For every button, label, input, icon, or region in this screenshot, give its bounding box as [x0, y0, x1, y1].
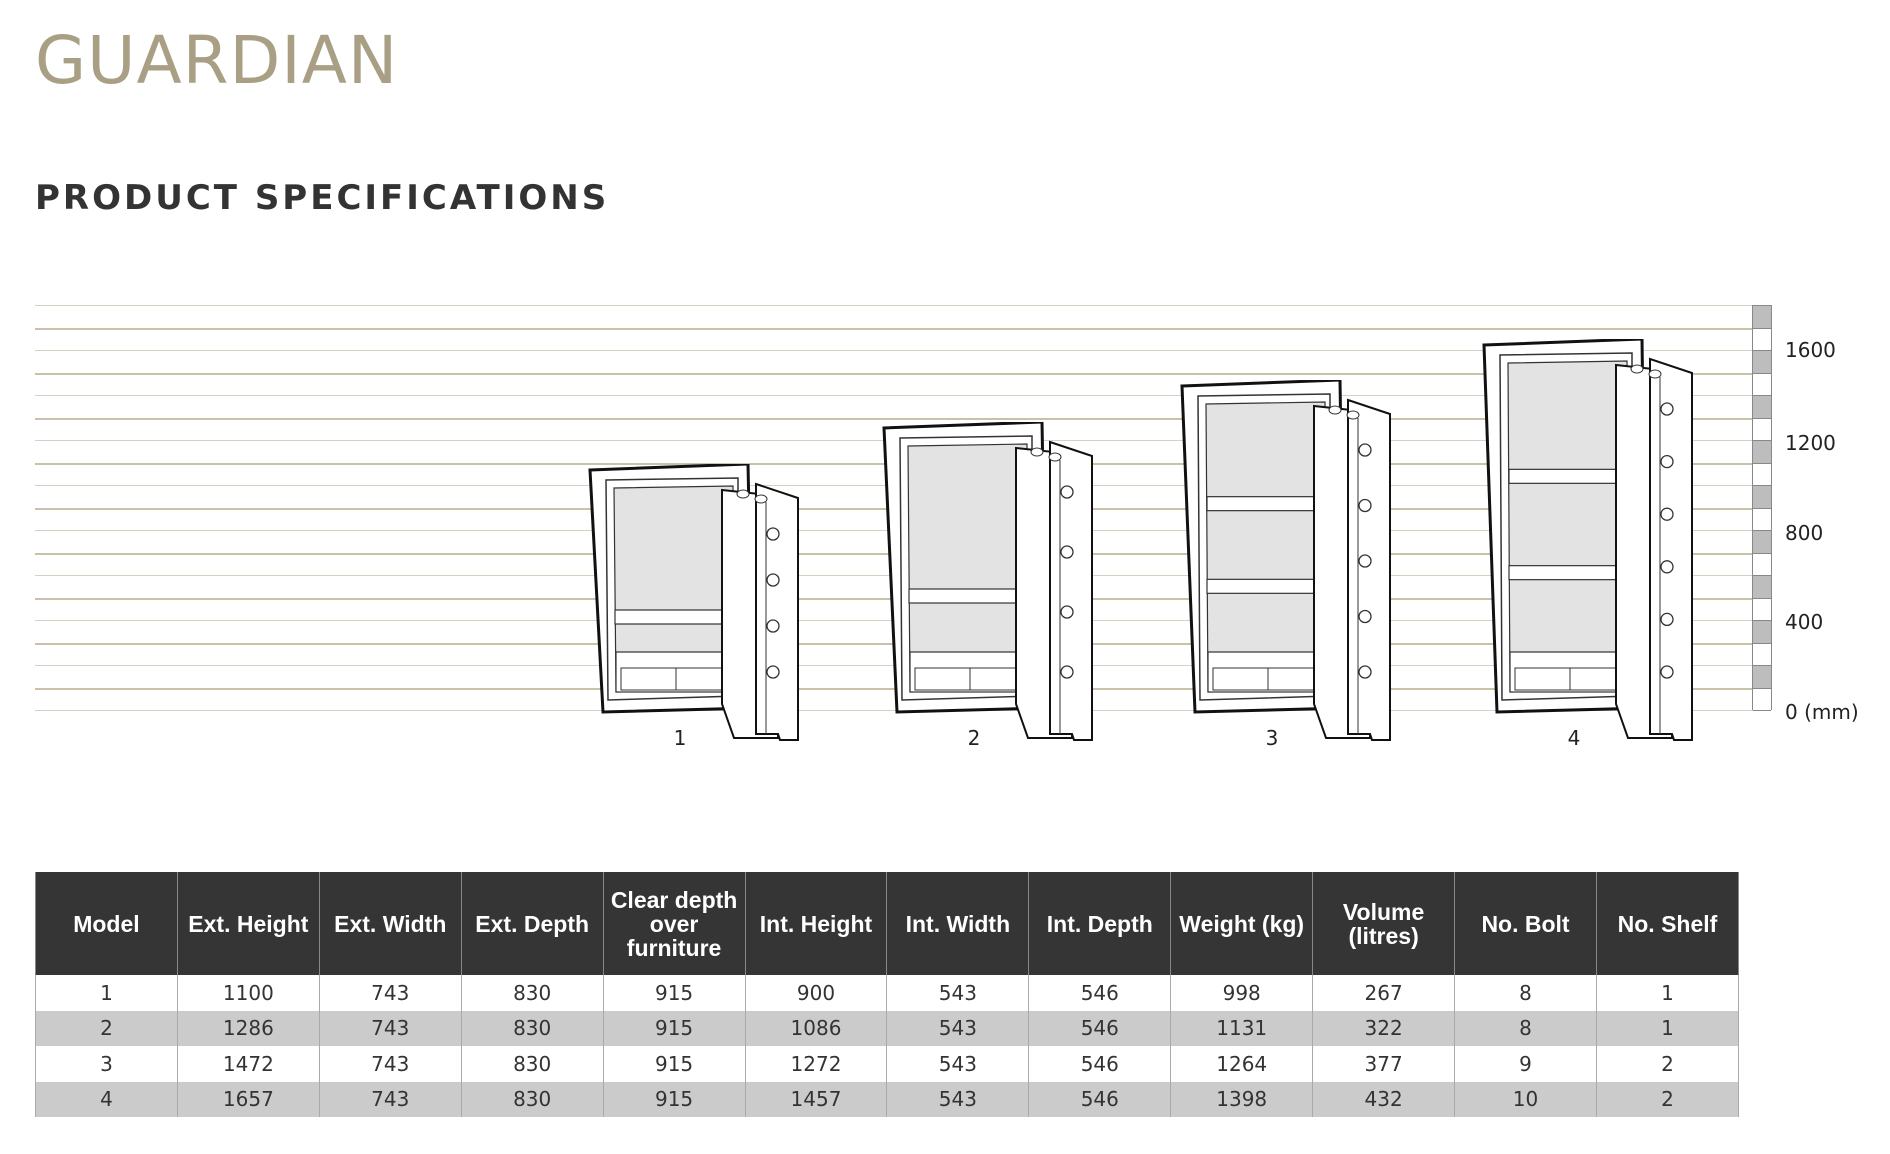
- gridline: [35, 687, 1753, 690]
- column-header: Volume (litres): [1312, 872, 1456, 975]
- table-cell: 743: [318, 1046, 462, 1082]
- table-cell: 543: [886, 1081, 1030, 1117]
- table-cell: 543: [886, 975, 1030, 1011]
- column-header: Ext. Depth: [460, 872, 604, 975]
- table-cell: 1100: [176, 975, 320, 1011]
- table-cell: 377: [1312, 1046, 1456, 1082]
- table-cell: 1286: [176, 1010, 320, 1046]
- table-cell: 1: [1595, 975, 1740, 1011]
- column-header: Weight (kg): [1170, 872, 1314, 975]
- scale-tick-label: 1200: [1785, 431, 1836, 455]
- column-header: Int. Height: [744, 872, 888, 975]
- gridline: [35, 710, 1753, 711]
- section-title: PRODUCT SPECIFICATIONS: [35, 178, 610, 218]
- column-header: Model: [35, 872, 178, 975]
- table-cell: 743: [318, 1081, 462, 1117]
- table-cell: 1398: [1170, 1081, 1314, 1117]
- table-cell: 543: [886, 1010, 1030, 1046]
- table-cell: 1086: [744, 1010, 888, 1046]
- safe-model-label: 4: [1567, 726, 1581, 750]
- brand-title: GUARDIAN: [35, 22, 399, 99]
- column-header: Int. Width: [886, 872, 1030, 975]
- safe-model-4-illustration: [1482, 337, 1697, 746]
- table-cell: 267: [1312, 975, 1456, 1011]
- gridline: [35, 395, 1753, 396]
- table-cell: 8: [1454, 975, 1597, 1011]
- gridline: [35, 417, 1753, 420]
- table-cell: 2: [1595, 1081, 1740, 1117]
- table-cell: 743: [318, 975, 462, 1011]
- table-cell: 830: [460, 1081, 604, 1117]
- table-cell: 546: [1028, 1046, 1172, 1082]
- column-header: Clear depth over furniture: [602, 872, 746, 975]
- table-cell: 1657: [176, 1081, 320, 1117]
- table-cell: 2: [35, 1010, 178, 1046]
- table-cell: 1272: [744, 1046, 888, 1082]
- column-header: No. Bolt: [1454, 872, 1597, 975]
- safe-model-label: 2: [967, 726, 981, 750]
- table-cell: 830: [460, 1046, 604, 1082]
- table-cell: 900: [744, 975, 888, 1011]
- scale-tick-label: 1600: [1785, 338, 1836, 362]
- table-cell: 915: [602, 1046, 746, 1082]
- gridline: [35, 350, 1753, 351]
- table-cell: 4: [35, 1081, 178, 1117]
- table-cell: 915: [602, 1081, 746, 1117]
- gridline: [35, 305, 1753, 306]
- table-cell: 998: [1170, 975, 1314, 1011]
- table-cell: 1457: [744, 1081, 888, 1117]
- safe-model-2-illustration: [882, 420, 1097, 746]
- table-cell: 3: [35, 1046, 178, 1082]
- height-scale-bar: [1752, 305, 1772, 711]
- table-cell: 1: [35, 975, 178, 1011]
- table-cell: 2: [1595, 1046, 1740, 1082]
- table-cell: 543: [886, 1046, 1030, 1082]
- table-cell: 1264: [1170, 1046, 1314, 1082]
- table-cell: 9: [1454, 1046, 1597, 1082]
- table-cell: 915: [602, 975, 746, 1011]
- table-cell: 1472: [176, 1046, 320, 1082]
- table-cell: 10: [1454, 1081, 1597, 1117]
- column-header: Int. Depth: [1028, 872, 1172, 975]
- column-header: Ext. Height: [176, 872, 320, 975]
- table-cell: 546: [1028, 975, 1172, 1011]
- column-header: Ext. Width: [318, 872, 462, 975]
- scale-tick-label: 0 (mm): [1785, 700, 1859, 724]
- column-header: No. Shelf: [1595, 872, 1740, 975]
- safe-model-3-illustration: [1180, 378, 1395, 746]
- table-cell: 432: [1312, 1081, 1456, 1117]
- safe-model-label: 3: [1265, 726, 1279, 750]
- table-cell: 1: [1595, 1010, 1740, 1046]
- scale-tick-label: 800: [1785, 521, 1824, 545]
- table-cell: 8: [1454, 1010, 1597, 1046]
- table-cell: 915: [602, 1010, 746, 1046]
- table-cell: 546: [1028, 1081, 1172, 1117]
- table-cell: 546: [1028, 1010, 1172, 1046]
- scale-tick-label: 400: [1785, 610, 1824, 634]
- table-cell: 830: [460, 975, 604, 1011]
- table-cell: 743: [318, 1010, 462, 1046]
- gridline: [35, 372, 1753, 375]
- table-cell: 322: [1312, 1010, 1456, 1046]
- table-cell: 830: [460, 1010, 604, 1046]
- table-cell: 1131: [1170, 1010, 1314, 1046]
- gridline: [35, 327, 1753, 330]
- safe-model-label: 1: [673, 726, 687, 750]
- safe-model-1-illustration: [588, 462, 803, 746]
